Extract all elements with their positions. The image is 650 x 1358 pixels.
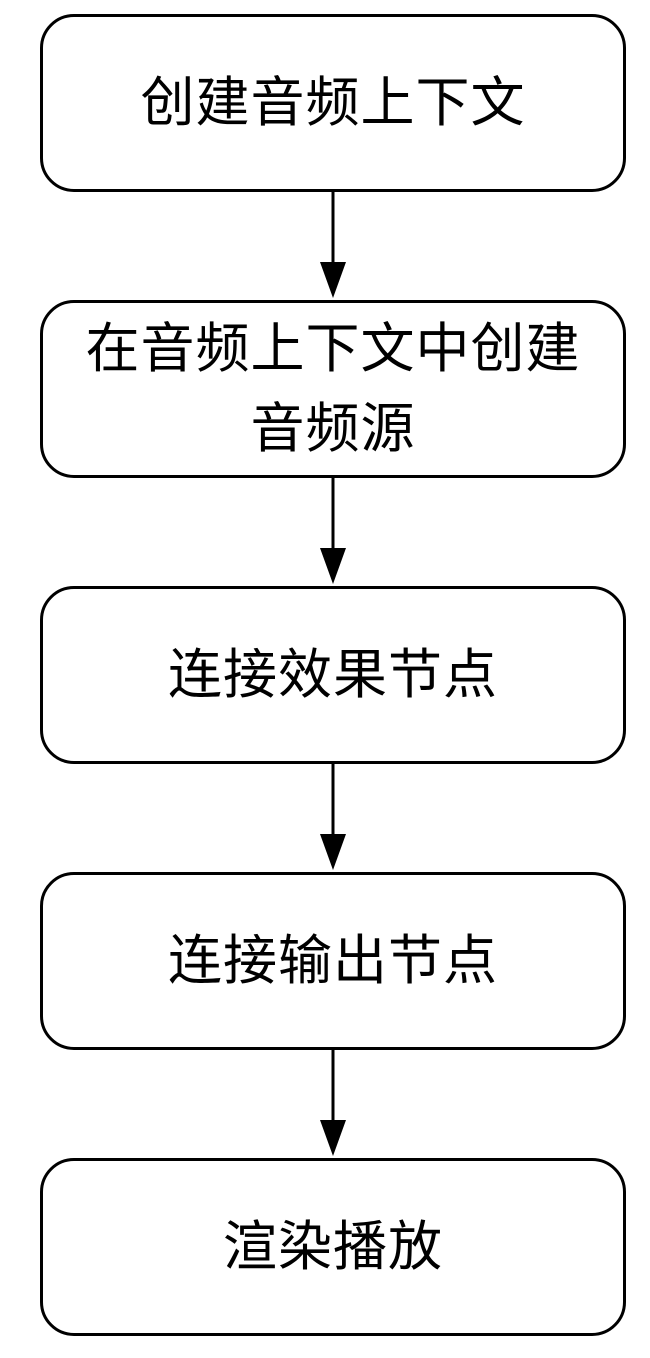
arrow-create-source-to-connect-effect xyxy=(320,478,346,584)
arrow-head xyxy=(320,548,346,584)
node-create-audio-source: 在音频上下文中创建音频源 xyxy=(40,300,626,478)
arrow-connect-effect-to-connect-output xyxy=(320,764,346,870)
node-label: 连接效果节点 xyxy=(168,643,498,706)
node-label: 创建音频上下文 xyxy=(140,71,526,134)
node-render-playback: 渲染播放 xyxy=(40,1158,626,1336)
arrow-create-context-to-create-source xyxy=(320,192,346,298)
node-create-audio-context: 创建音频上下文 xyxy=(40,14,626,192)
node-label: 在音频上下文中创建音频源 xyxy=(85,317,581,460)
arrow-head xyxy=(320,834,346,870)
node-label: 渲染播放 xyxy=(223,1215,443,1278)
arrow-head xyxy=(320,1120,346,1156)
arrow-connect-output-to-render-play xyxy=(320,1050,346,1156)
arrow-head xyxy=(320,262,346,298)
node-connect-output-node: 连接输出节点 xyxy=(40,872,626,1050)
node-label: 连接输出节点 xyxy=(168,929,498,992)
node-connect-effect-nodes: 连接效果节点 xyxy=(40,586,626,764)
